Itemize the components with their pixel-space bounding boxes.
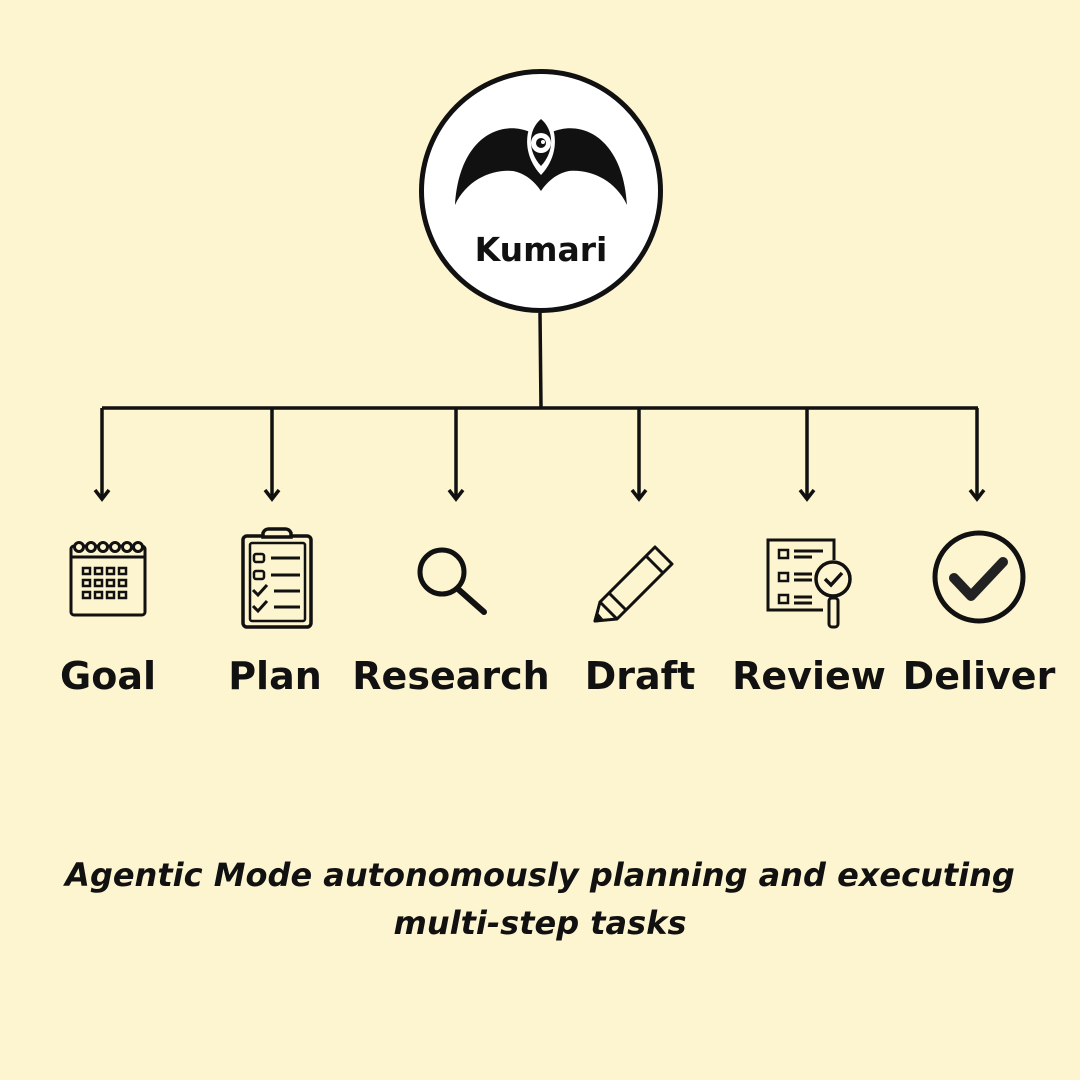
calendar-icon: [69, 541, 147, 617]
step-label-draft: Draft: [584, 654, 696, 698]
arrow-review: [798, 408, 816, 502]
arrow-deliver: [968, 408, 986, 502]
step-label-deliver: Deliver: [902, 654, 1056, 698]
clipboard-checklist-icon: [241, 527, 313, 629]
arrow-draft: [630, 408, 648, 502]
step-label-research: Research: [352, 654, 550, 698]
caption-line-2: multi-step tasks: [393, 904, 687, 942]
kumari-eye-logo: [455, 111, 627, 205]
arrow-goal: [93, 408, 111, 502]
brand-name: Kumari: [474, 230, 608, 269]
pencil-icon: [593, 545, 674, 623]
document-review-icon: [766, 538, 852, 629]
arrow-research: [447, 408, 465, 502]
caption-line-1: Agentic Mode autonomously planning and e…: [65, 856, 1015, 894]
magnifier-icon: [417, 547, 487, 615]
step-label-review: Review: [732, 654, 886, 698]
checkmark-circle-icon: [932, 530, 1026, 624]
arrow-plan: [263, 408, 281, 502]
step-label-plan: Plan: [228, 654, 322, 698]
caption: Agentic Mode autonomously planning and e…: [40, 851, 1040, 947]
trunk-line: [538, 312, 543, 409]
kumari-logo-badge: Kumari: [419, 69, 663, 313]
step-label-goal: Goal: [60, 654, 156, 698]
